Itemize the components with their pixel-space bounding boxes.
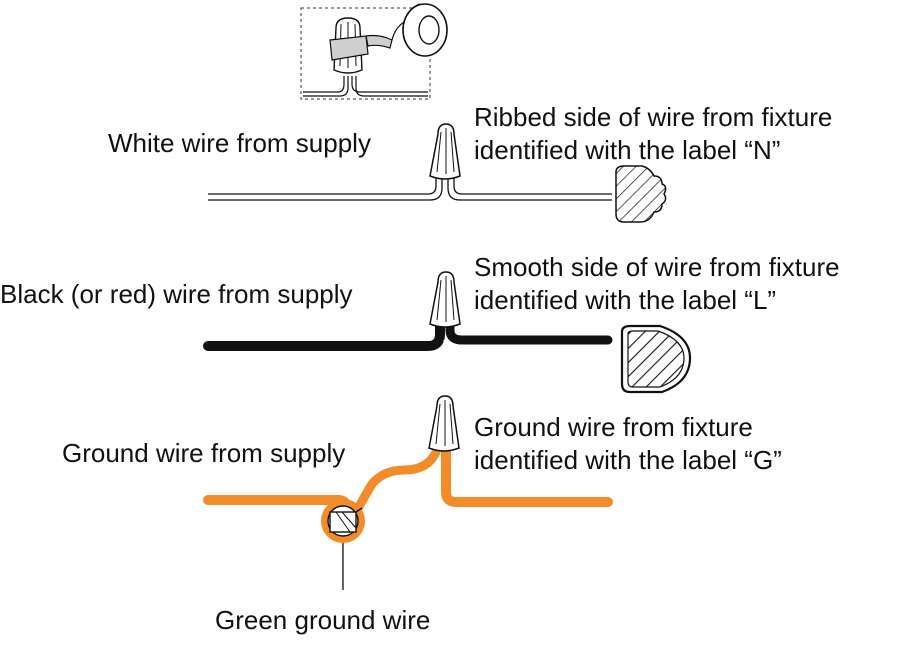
line-fixture-label-line-1: Smooth side of wire from fixture [474, 252, 840, 282]
ground-supply-wire-label: Ground wire from supply [62, 438, 346, 468]
black-supply-wire-label: Black (or red) wire from supply [0, 279, 353, 309]
black-wire-connection [203, 271, 692, 394]
neutral-fixture-wire-label: Ribbed side of wire from fixture identif… [474, 101, 832, 167]
wire-nut-icon [428, 395, 460, 452]
ribbed-wire-cross-section-icon [615, 165, 667, 223]
wire-nut-icon [429, 271, 461, 328]
line-fixture-wire-label: Smooth side of wire from fixture identif… [474, 251, 840, 317]
ground-fixture-wire-label: Ground wire from fixture identified with… [474, 411, 782, 477]
ground-wire-connection [203, 395, 613, 590]
smooth-wire-cross-section-icon [620, 324, 692, 394]
neutral-fixture-label-line-2: identified with the label “N” [474, 135, 781, 165]
ground-fixture-label-line-2: identified with the label “G” [474, 445, 782, 475]
white-wire-connection [208, 123, 667, 223]
white-supply-wire-label: White wire from supply [108, 128, 371, 158]
wire-nut-and-electrical-tape-icon [300, 3, 448, 100]
wire-nut-icon [429, 123, 461, 180]
ground-fixture-label-line-1: Ground wire from fixture [474, 412, 753, 442]
line-fixture-label-line-2: identified with the label “L” [474, 285, 777, 315]
ground-screw-icon [321, 499, 365, 543]
green-ground-wire-label: Green ground wire [215, 605, 431, 635]
neutral-fixture-label-line-1: Ribbed side of wire from fixture [474, 102, 833, 132]
